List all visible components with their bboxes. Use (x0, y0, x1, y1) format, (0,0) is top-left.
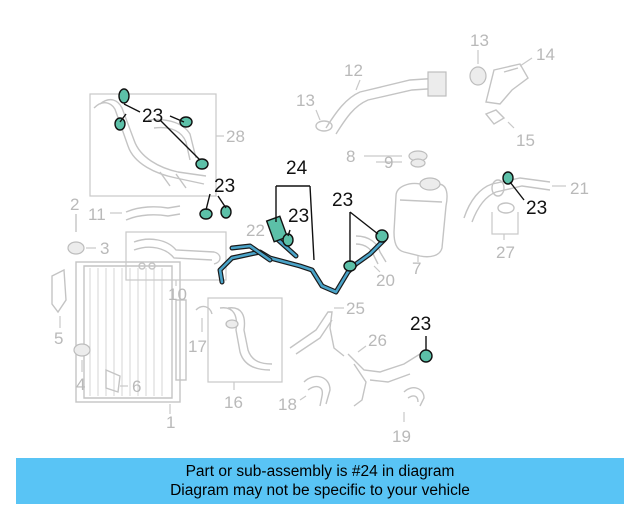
hose-12 (315, 71, 447, 135)
callout-23-f: 23 (410, 314, 431, 335)
callout-1: 1 (166, 413, 175, 432)
callout-23-c: 23 (288, 206, 309, 227)
hose-18 (299, 375, 331, 407)
callout-26: 26 (368, 331, 387, 350)
callout-27: 27 (496, 243, 515, 262)
callout-15: 15 (516, 131, 535, 150)
left-small-parts (51, 214, 171, 414)
callout-22: 22 (246, 221, 265, 240)
callout-4: 4 (76, 375, 85, 394)
banner-line-2: Diagram may not be specific to your vehi… (170, 482, 470, 499)
callout-7: 7 (412, 259, 421, 278)
pipe-26 (347, 345, 421, 407)
hose-group-10 (125, 231, 227, 286)
callout-28: 28 (226, 127, 245, 146)
callout-9: 9 (384, 153, 393, 172)
callout-20: 20 (376, 271, 395, 290)
callout-18: 18 (278, 395, 297, 414)
callout-16: 16 (224, 393, 243, 412)
part-info-banner: Part or sub-assembly is #24 in diagram D… (16, 458, 624, 504)
radiator (75, 261, 187, 403)
expansion-tank-7 (393, 177, 448, 262)
pipe-25 (289, 307, 345, 357)
clamps-23 (114, 88, 514, 363)
callout-12: 12 (344, 61, 363, 80)
fittings-8-9 (364, 150, 428, 168)
callout-3: 3 (100, 239, 109, 258)
callout-2: 2 (70, 195, 79, 214)
thermostat-housing-14 (469, 50, 533, 129)
hose-21-27 (463, 177, 566, 240)
hose-20 (355, 235, 387, 273)
callout-24: 24 (286, 158, 308, 179)
callout-13-a: 13 (296, 91, 315, 110)
dark-leader-lines (119, 103, 525, 350)
callout-23-a: 23 (142, 106, 163, 127)
callout-8: 8 (346, 147, 355, 166)
callout-19: 19 (392, 427, 411, 446)
callout-21: 21 (570, 179, 589, 198)
callout-10: 10 (168, 285, 187, 304)
callout-11: 11 (88, 205, 106, 224)
callout-6: 6 (132, 377, 141, 396)
callout-23-b: 23 (214, 176, 235, 197)
banner-line-1: Part or sub-assembly is #24 in diagram (185, 463, 455, 480)
callout-17: 17 (188, 337, 207, 356)
hose-group-28 (89, 93, 224, 197)
callout-23-d: 23 (332, 190, 353, 211)
hose-11 (110, 205, 181, 221)
hose-group-16 (195, 297, 283, 390)
grey-callouts: 1 2 3 4 5 6 7 8 9 10 11 12 13 13 14 15 1… (54, 31, 589, 446)
hose-19 (403, 387, 425, 422)
callout-13-b: 13 (470, 31, 489, 50)
highlighted-hose-24 (217, 215, 387, 295)
callout-14: 14 (536, 45, 555, 64)
callout-25: 25 (346, 299, 365, 318)
callout-23-e: 23 (526, 198, 547, 219)
callout-5: 5 (54, 329, 63, 348)
dark-callouts: 23 23 23 23 23 23 24 (142, 106, 547, 335)
